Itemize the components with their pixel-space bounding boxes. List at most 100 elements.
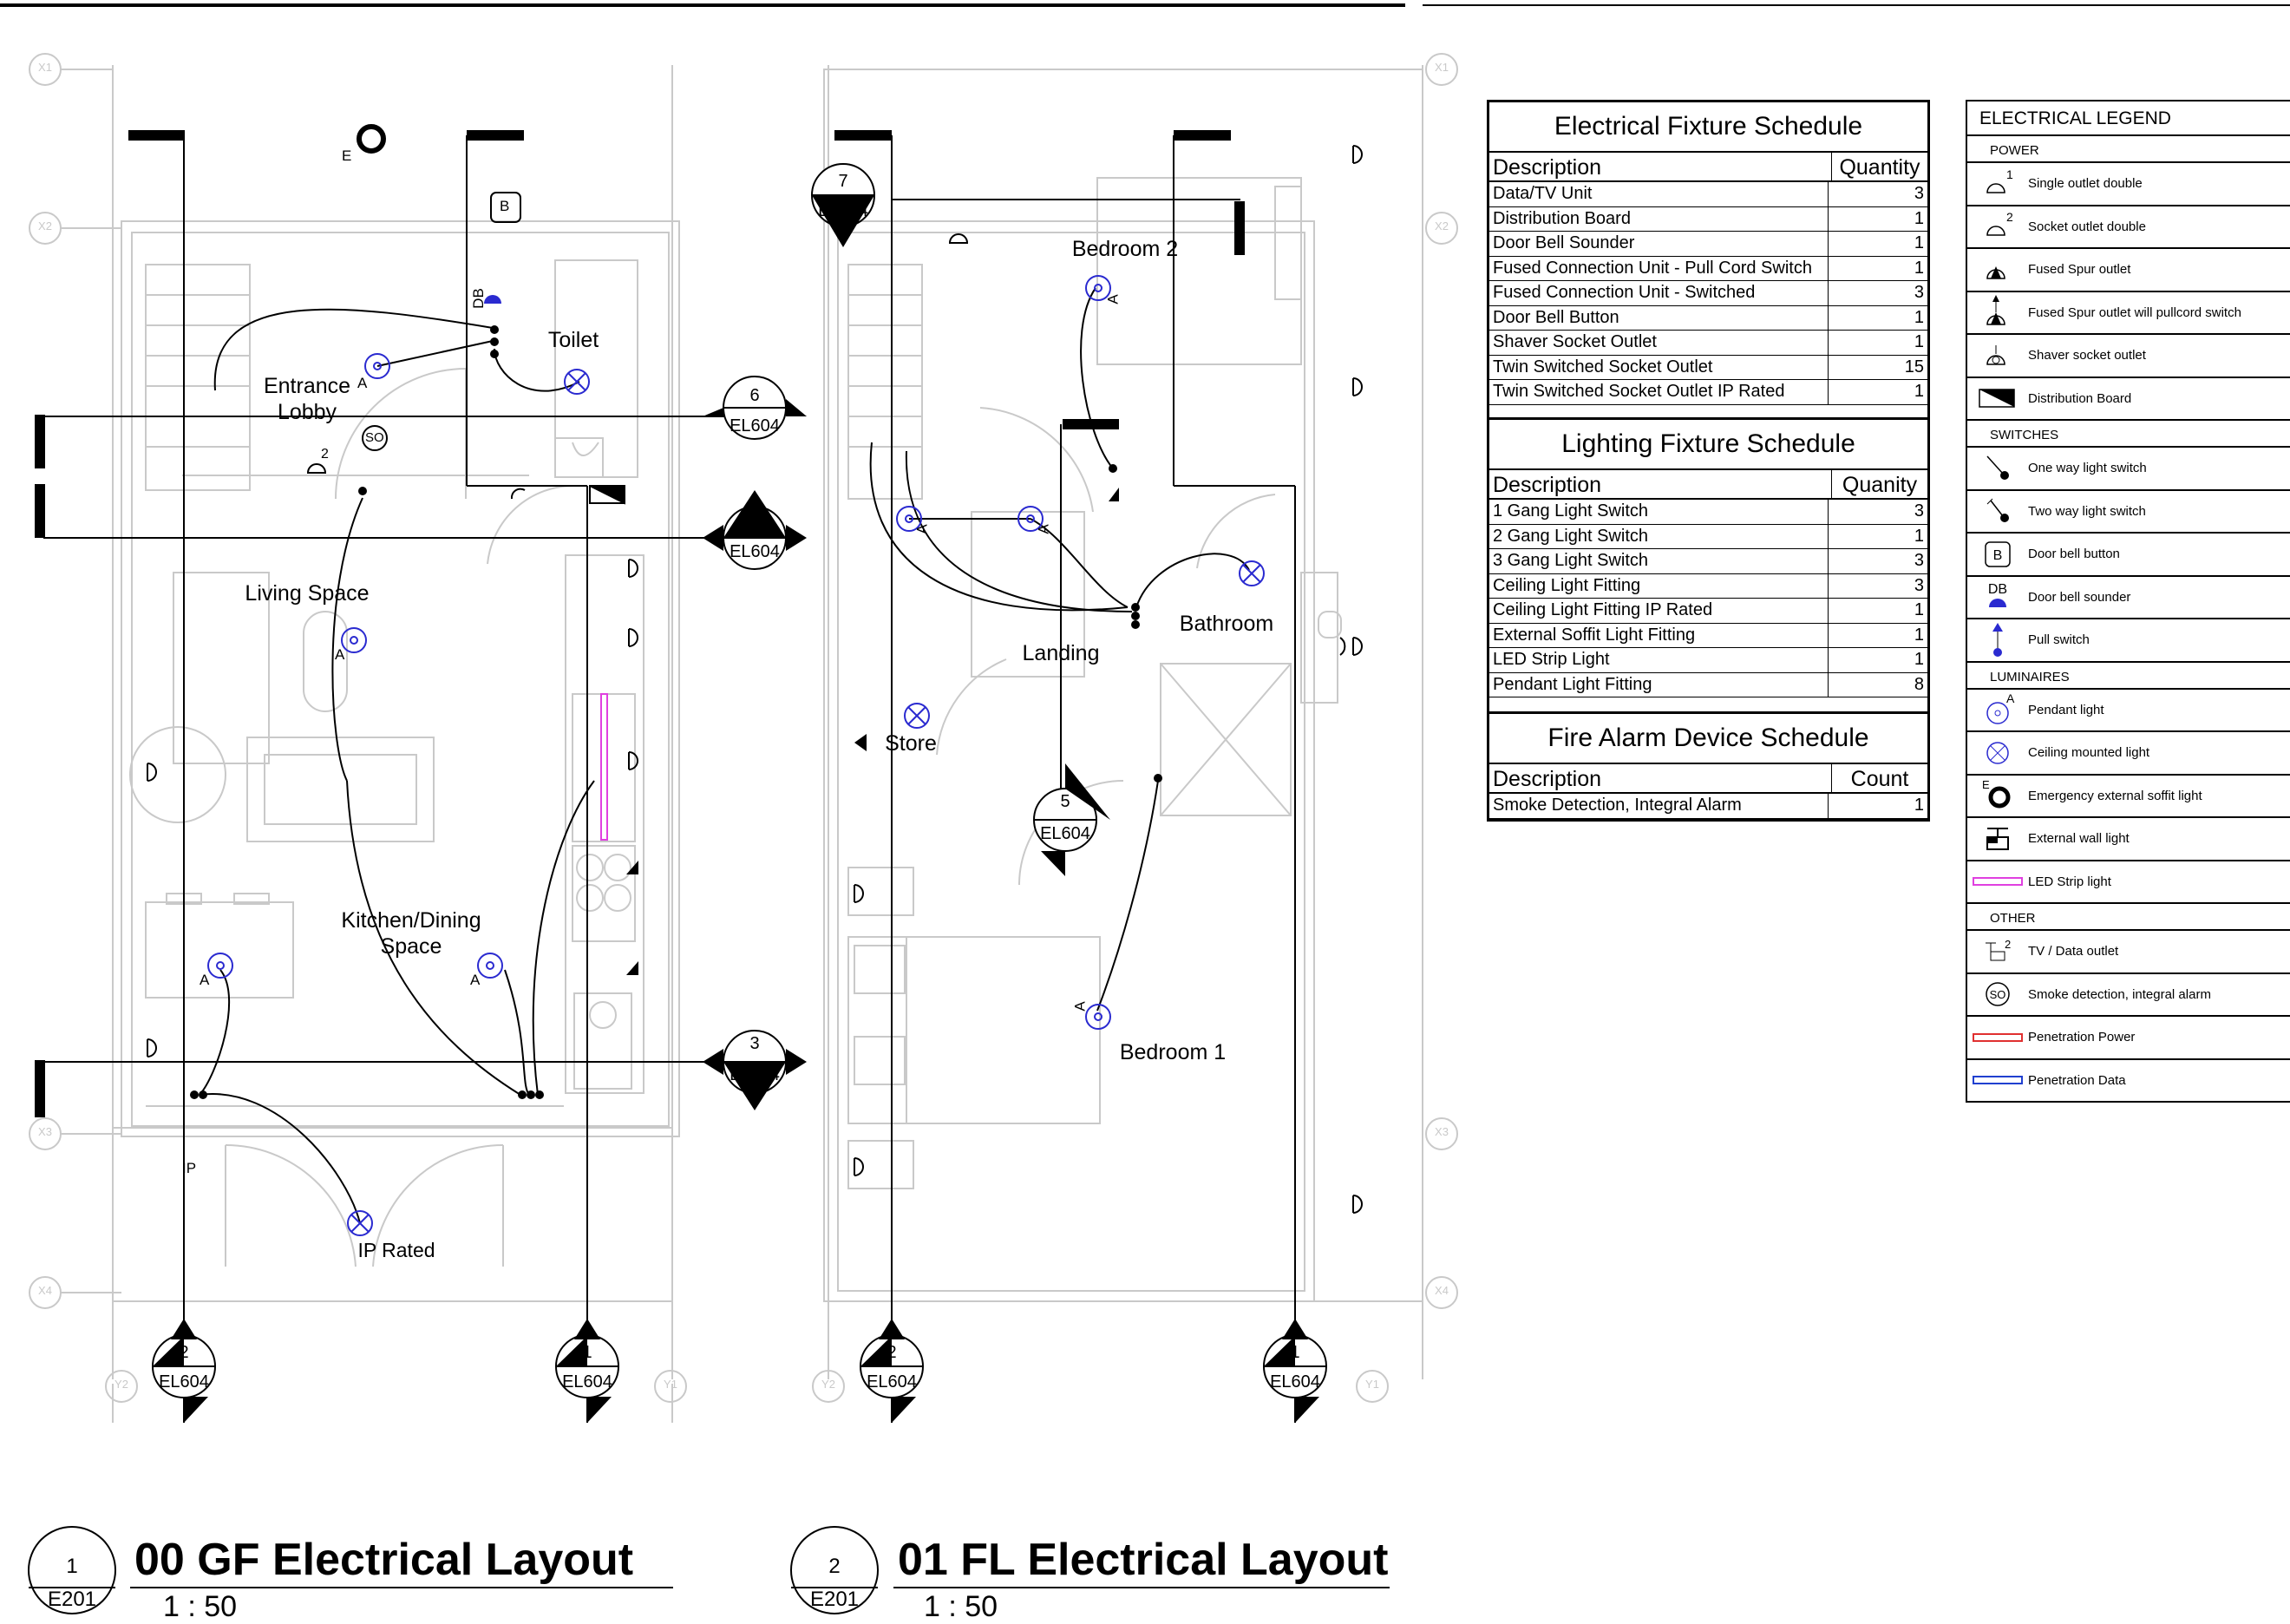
section-1-num-ff[interactable]: 1: [1290, 1343, 1300, 1362]
legend-item: Distribution Board: [1967, 378, 2290, 421]
penetration-data-icon: [1967, 1061, 2028, 1099]
section-3-sheet[interactable]: EL604: [730, 1065, 780, 1084]
row-quantity: 3: [1914, 184, 1924, 203]
external-wall-light-icon: [1967, 820, 2028, 858]
legend-item-label: Single outlet double: [2028, 176, 2143, 192]
section-marker-shapes: [152, 163, 1327, 1398]
grid-label-x3: X3: [38, 1125, 52, 1138]
penetration-power-icon: [1967, 1018, 2028, 1057]
legend-item: A Pendant light: [1967, 690, 2290, 732]
svg-text:DB: DB: [1988, 582, 2007, 597]
row-quantity: 1: [1914, 233, 1924, 252]
section-6-num[interactable]: 6: [749, 386, 760, 405]
section-3-num[interactable]: 3: [749, 1034, 760, 1053]
room-bedroom-2: Bedroom 2: [1071, 237, 1179, 261]
section-4-num[interactable]: 4: [749, 510, 760, 529]
section-7-num[interactable]: 7: [838, 172, 848, 191]
ceiling-lights: [347, 369, 1265, 1236]
row-quantity: 1: [1914, 796, 1924, 815]
row-description: External Soffit Light Fitting: [1489, 623, 1829, 647]
grid-label-y1-ff: Y1: [1365, 1378, 1379, 1391]
section-4-sheet[interactable]: EL604: [730, 542, 780, 561]
grid-label-x2: X2: [38, 219, 52, 232]
svg-text:B: B: [1993, 548, 2003, 563]
section-7-sheet[interactable]: EL604: [818, 201, 868, 220]
section-5-sheet[interactable]: EL604: [1040, 824, 1090, 843]
legend-title: ELECTRICAL LEGEND: [1967, 102, 2290, 136]
emergency-soffit-light-icon: E: [1967, 776, 2028, 815]
grid-bubbles: [29, 53, 1458, 1403]
one-way-switch-icon: [1967, 449, 2028, 488]
legend-item-label: Distribution Board: [2028, 390, 2132, 406]
row-description: Smoke Detection, Integral Alarm: [1489, 794, 1829, 818]
plan-2-scale: 1 : 50: [924, 1590, 998, 1623]
gf-section-lines: [43, 135, 724, 1423]
legend-item-label: Door bell sounder: [2028, 589, 2131, 605]
row-description: 3 Gang Light Switch: [1489, 549, 1829, 573]
legend-item: One way light switch: [1967, 448, 2290, 491]
schedule-rows: Smoke Detection, Integral Alarm 1: [1489, 794, 1927, 819]
door-bell-sounder-tag: DB: [469, 288, 487, 309]
legend-item-label: Smoke detection, integral alarm: [2028, 986, 2211, 1002]
section-6-sheet[interactable]: EL604: [730, 416, 780, 435]
legend-item-label: TV / Data outlet: [2028, 944, 2119, 959]
row-quantity: 1: [1914, 208, 1924, 228]
legend-item-label: Socket outlet double: [2028, 219, 2146, 234]
row-quantity: 1: [1914, 526, 1924, 546]
emergency-light-tag: E: [342, 147, 352, 164]
col-quantity: Quantity: [1839, 155, 1920, 180]
legend-item-label: External wall light: [2028, 831, 2130, 847]
section-marker-diamonds: [171, 408, 1308, 1339]
legend-item: Penetration Power: [1967, 1017, 2290, 1060]
room-toilet: Toilet: [547, 328, 599, 352]
svg-text:A: A: [2006, 692, 2015, 705]
svg-text:SO: SO: [1990, 988, 2006, 1001]
section-5-num[interactable]: 5: [1060, 792, 1070, 811]
legend-item-label: One way light switch: [2028, 461, 2147, 476]
pendant-tag-landing-b: A: [1035, 524, 1052, 534]
room-ip-rated: IP Rated: [357, 1239, 435, 1261]
grid-label-x2-ff: X2: [1435, 219, 1449, 232]
legend-item-label: Pendant light: [2028, 702, 2104, 717]
grid-label-x3-ff: X3: [1435, 1125, 1449, 1138]
legend-item: Penetration Data: [1967, 1060, 2290, 1103]
gf-wiring: [199, 308, 595, 1224]
room-landing: Landing: [1022, 641, 1100, 665]
room-living-space: Living Space: [245, 581, 370, 606]
legend-item-label: Pull switch: [2028, 632, 2090, 648]
section-2-sheet-gf[interactable]: EL604: [159, 1372, 209, 1392]
section-2-sheet-ff[interactable]: EL604: [867, 1372, 917, 1392]
schedule-title: Electrical Fixture Schedule: [1489, 102, 1927, 153]
pendant-tag-kitchen: A: [470, 972, 481, 988]
row-quantity: 3: [1914, 283, 1924, 302]
row-quantity: 1: [1914, 382, 1924, 401]
ff-architecture: [823, 65, 1423, 1379]
legend-item: SO Smoke detection, integral alarm: [1967, 974, 2290, 1017]
section-1-sheet-ff[interactable]: EL604: [1270, 1372, 1320, 1392]
section-1-num-gf[interactable]: 1: [582, 1343, 592, 1362]
row-description: Pendant Light Fitting: [1489, 672, 1829, 697]
legend-item-label: Door bell button: [2028, 547, 2120, 562]
grid-label-x4-ff: X4: [1435, 1284, 1449, 1297]
legend-item: DB Door bell sounder: [1967, 577, 2290, 619]
section-2-num-ff[interactable]: 2: [887, 1343, 897, 1362]
legend-section-power: POWER: [1967, 136, 2290, 163]
plan-1-number: 1: [66, 1555, 78, 1578]
fused-spur-pullcord-icon: [1967, 293, 2028, 331]
row-description: 1 Gang Light Switch: [1489, 500, 1829, 524]
section-2-num-gf[interactable]: 2: [179, 1343, 189, 1362]
pull-switch-icon: [1967, 621, 2028, 659]
room-bedroom-1: Bedroom 1: [1119, 1040, 1227, 1064]
section-1-sheet-gf[interactable]: EL604: [562, 1372, 612, 1392]
pendant-tag-living: A: [335, 646, 345, 663]
